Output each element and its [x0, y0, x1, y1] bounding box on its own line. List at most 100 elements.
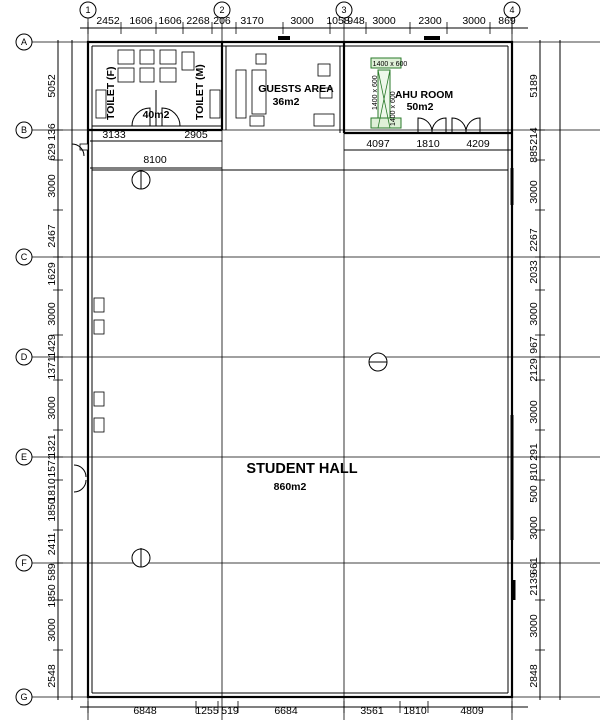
dimension-text: 948 — [347, 15, 365, 27]
dimension-text: 500 — [528, 485, 540, 503]
dimension-text: 3000 — [462, 15, 486, 27]
walls — [86, 40, 514, 699]
grid-column-label: 2 — [219, 5, 224, 15]
dimension-text: 5052 — [46, 74, 58, 98]
dimension-text: 1321 — [46, 434, 58, 458]
room-labels: TOILET (F) TOILET (M) 40m2 GUESTS AREA 3… — [105, 64, 453, 493]
dimension-text: 5189 — [528, 74, 540, 98]
dimension-text: 3000 — [46, 396, 58, 420]
grid-row-label: E — [21, 452, 27, 462]
ahu-equipment-labels: 1400 x 600 1400 x 600 1400 x 600 — [372, 61, 407, 126]
dimension-text: 629 — [46, 143, 58, 161]
dimension-text: 3000 — [528, 180, 540, 204]
bottom-dimensions: 6848 1255 519 6684 3561 1810 4809 — [133, 705, 484, 717]
dimension-text: 810 — [528, 463, 540, 481]
dimension-text: 1371 — [46, 356, 58, 380]
guests-furniture — [235, 36, 440, 127]
equipment-label: 1400 x 600 — [373, 61, 408, 68]
grid-column-label: 4 — [509, 5, 514, 15]
dimension-text: 3000 — [528, 302, 540, 326]
dimension-text: 136 — [46, 123, 58, 141]
dimension-text: 2548 — [46, 664, 58, 688]
dimension-text: 2452 — [96, 15, 120, 27]
dimension-text: 2411 — [46, 533, 58, 556]
dimension-text: 3000 — [46, 302, 58, 326]
dimension-text: 1571 — [46, 454, 58, 478]
dimension-text: 1850 — [46, 498, 58, 522]
dimension-text: 3000 — [528, 614, 540, 638]
dimension-text: 214 — [528, 127, 540, 145]
dimension-text: 2905 — [184, 129, 208, 141]
dimension-text: 2033 — [528, 260, 540, 284]
left-dimensions: 5052 136 629 3000 2467 1629 3000 1429 13… — [46, 74, 58, 688]
toilet-m-label: TOILET (M) — [194, 64, 206, 120]
row-bubbles: A B C D E F G — [15, 33, 33, 706]
dimension-text: 3000 — [290, 15, 314, 27]
dimension-text: 2129 — [528, 358, 540, 382]
dimension-text: 3561 — [360, 705, 384, 717]
grid-column-label: 3 — [341, 5, 346, 15]
dimension-text: 3000 — [46, 618, 58, 642]
student-hall-title: STUDENT HALL — [246, 461, 357, 477]
dimension-text: 1058 — [326, 15, 350, 27]
grid-row-label: A — [21, 37, 27, 47]
dimension-text: 206 — [213, 15, 231, 27]
hall-column-markers — [131, 170, 388, 568]
dimension-text: 6848 — [133, 705, 157, 717]
dimension-text: 1810 — [46, 478, 58, 502]
equipment-label: 1400 x 600 — [390, 91, 397, 126]
dimension-text: 3133 — [102, 129, 126, 141]
right-dimensions: 5189 214 885 3000 2267 2033 3000 967 212… — [528, 74, 540, 688]
dimension-text: 1810 — [416, 138, 440, 150]
dimension-text: 1429 — [46, 334, 58, 358]
hall-fixtures — [71, 143, 516, 600]
toilet-area: 40m2 — [143, 109, 170, 121]
dimension-text: 4097 — [366, 138, 390, 150]
dimension-text: 2848 — [528, 664, 540, 688]
grid-row-label: B — [21, 125, 27, 135]
dimension-text: 1255 — [195, 705, 219, 717]
upper-row-dimensions: 3133 2905 4097 1810 4209 8100 — [102, 129, 490, 166]
dimension-text: 6684 — [274, 705, 298, 717]
dimension-text: 1629 — [46, 262, 58, 286]
dimension-text: 4809 — [460, 705, 484, 717]
dimension-text: 3000 — [46, 174, 58, 198]
student-hall-size: 860m2 — [274, 481, 307, 493]
dimension-text: 869 — [498, 15, 516, 27]
dimension-text: 3000 — [528, 516, 540, 540]
guests-area-title: GUESTS AREA — [258, 83, 334, 95]
dimension-text: 3170 — [240, 15, 264, 27]
ahu-room-title: AHU ROOM — [395, 89, 454, 101]
dimension-text: 967 — [528, 336, 540, 354]
dimension-text: 2139 — [528, 572, 540, 596]
guests-area-size: 36m2 — [273, 96, 300, 108]
ahu-room-size: 50m2 — [407, 101, 434, 113]
dimension-text: 291 — [528, 443, 540, 461]
equipment-label: 1400 x 600 — [372, 75, 379, 110]
dimension-text: 519 — [221, 705, 239, 717]
dimension-text: 2267 — [528, 228, 540, 252]
dimension-text: 589 — [46, 563, 58, 581]
toilet-fixtures — [95, 49, 221, 127]
dimension-text: 1850 — [46, 584, 58, 608]
ahu-equipment — [370, 57, 481, 134]
grid-row-label: G — [20, 692, 27, 702]
top-dimensions: 2452 1606 1606 2268 206 3170 3000 1058 9… — [96, 15, 516, 27]
dimension-text: 4209 — [466, 138, 490, 150]
column-bubbles: 1 2 3 4 — [79, 1, 521, 19]
toilet-f-label: TOILET (F) — [105, 67, 117, 120]
dimension-text: 2300 — [418, 15, 442, 27]
dimension-text: 3000 — [528, 400, 540, 424]
dimension-lines — [53, 22, 561, 713]
grid-row-label: F — [21, 558, 27, 568]
dimension-text: 2268 — [186, 15, 210, 27]
dimension-text: 661 — [528, 557, 540, 575]
dimension-text: 3000 — [372, 15, 396, 27]
dimension-text: 8100 — [143, 154, 167, 166]
dimension-text: 1606 — [129, 15, 153, 27]
dimension-text: 1606 — [158, 15, 182, 27]
dimension-text: 885 — [528, 145, 540, 163]
dimension-text: 2467 — [46, 224, 58, 248]
grid-row-label: C — [21, 252, 28, 262]
